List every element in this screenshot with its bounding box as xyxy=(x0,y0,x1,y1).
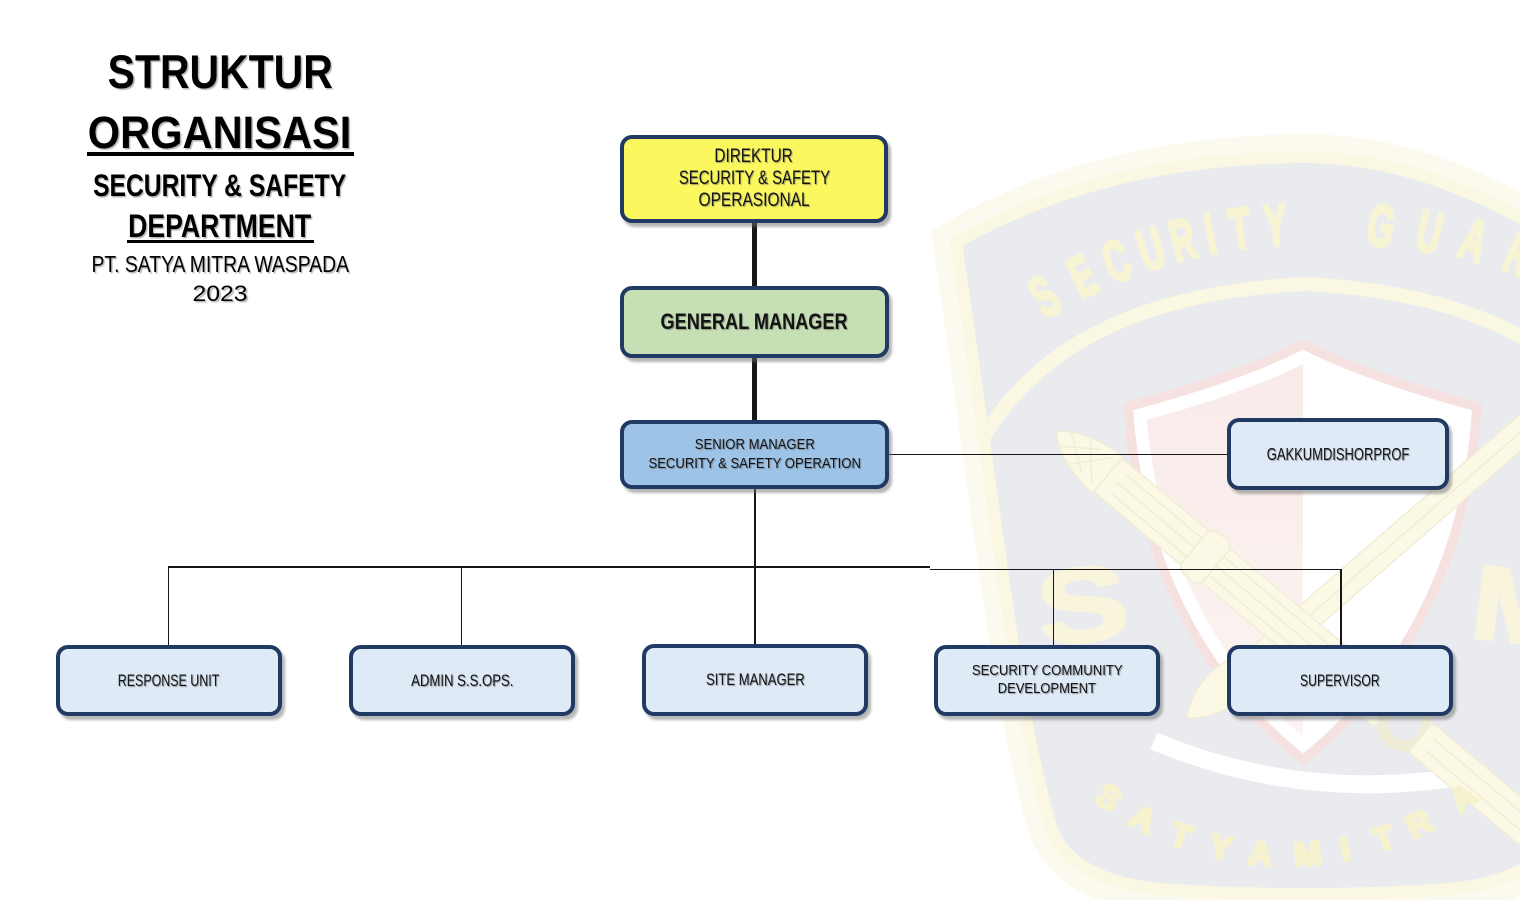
svg-text:M: M xyxy=(1465,543,1520,671)
svg-text:Y: Y xyxy=(1262,193,1289,259)
svg-text:M: M xyxy=(1293,834,1323,873)
svg-text:A: A xyxy=(1247,834,1274,873)
